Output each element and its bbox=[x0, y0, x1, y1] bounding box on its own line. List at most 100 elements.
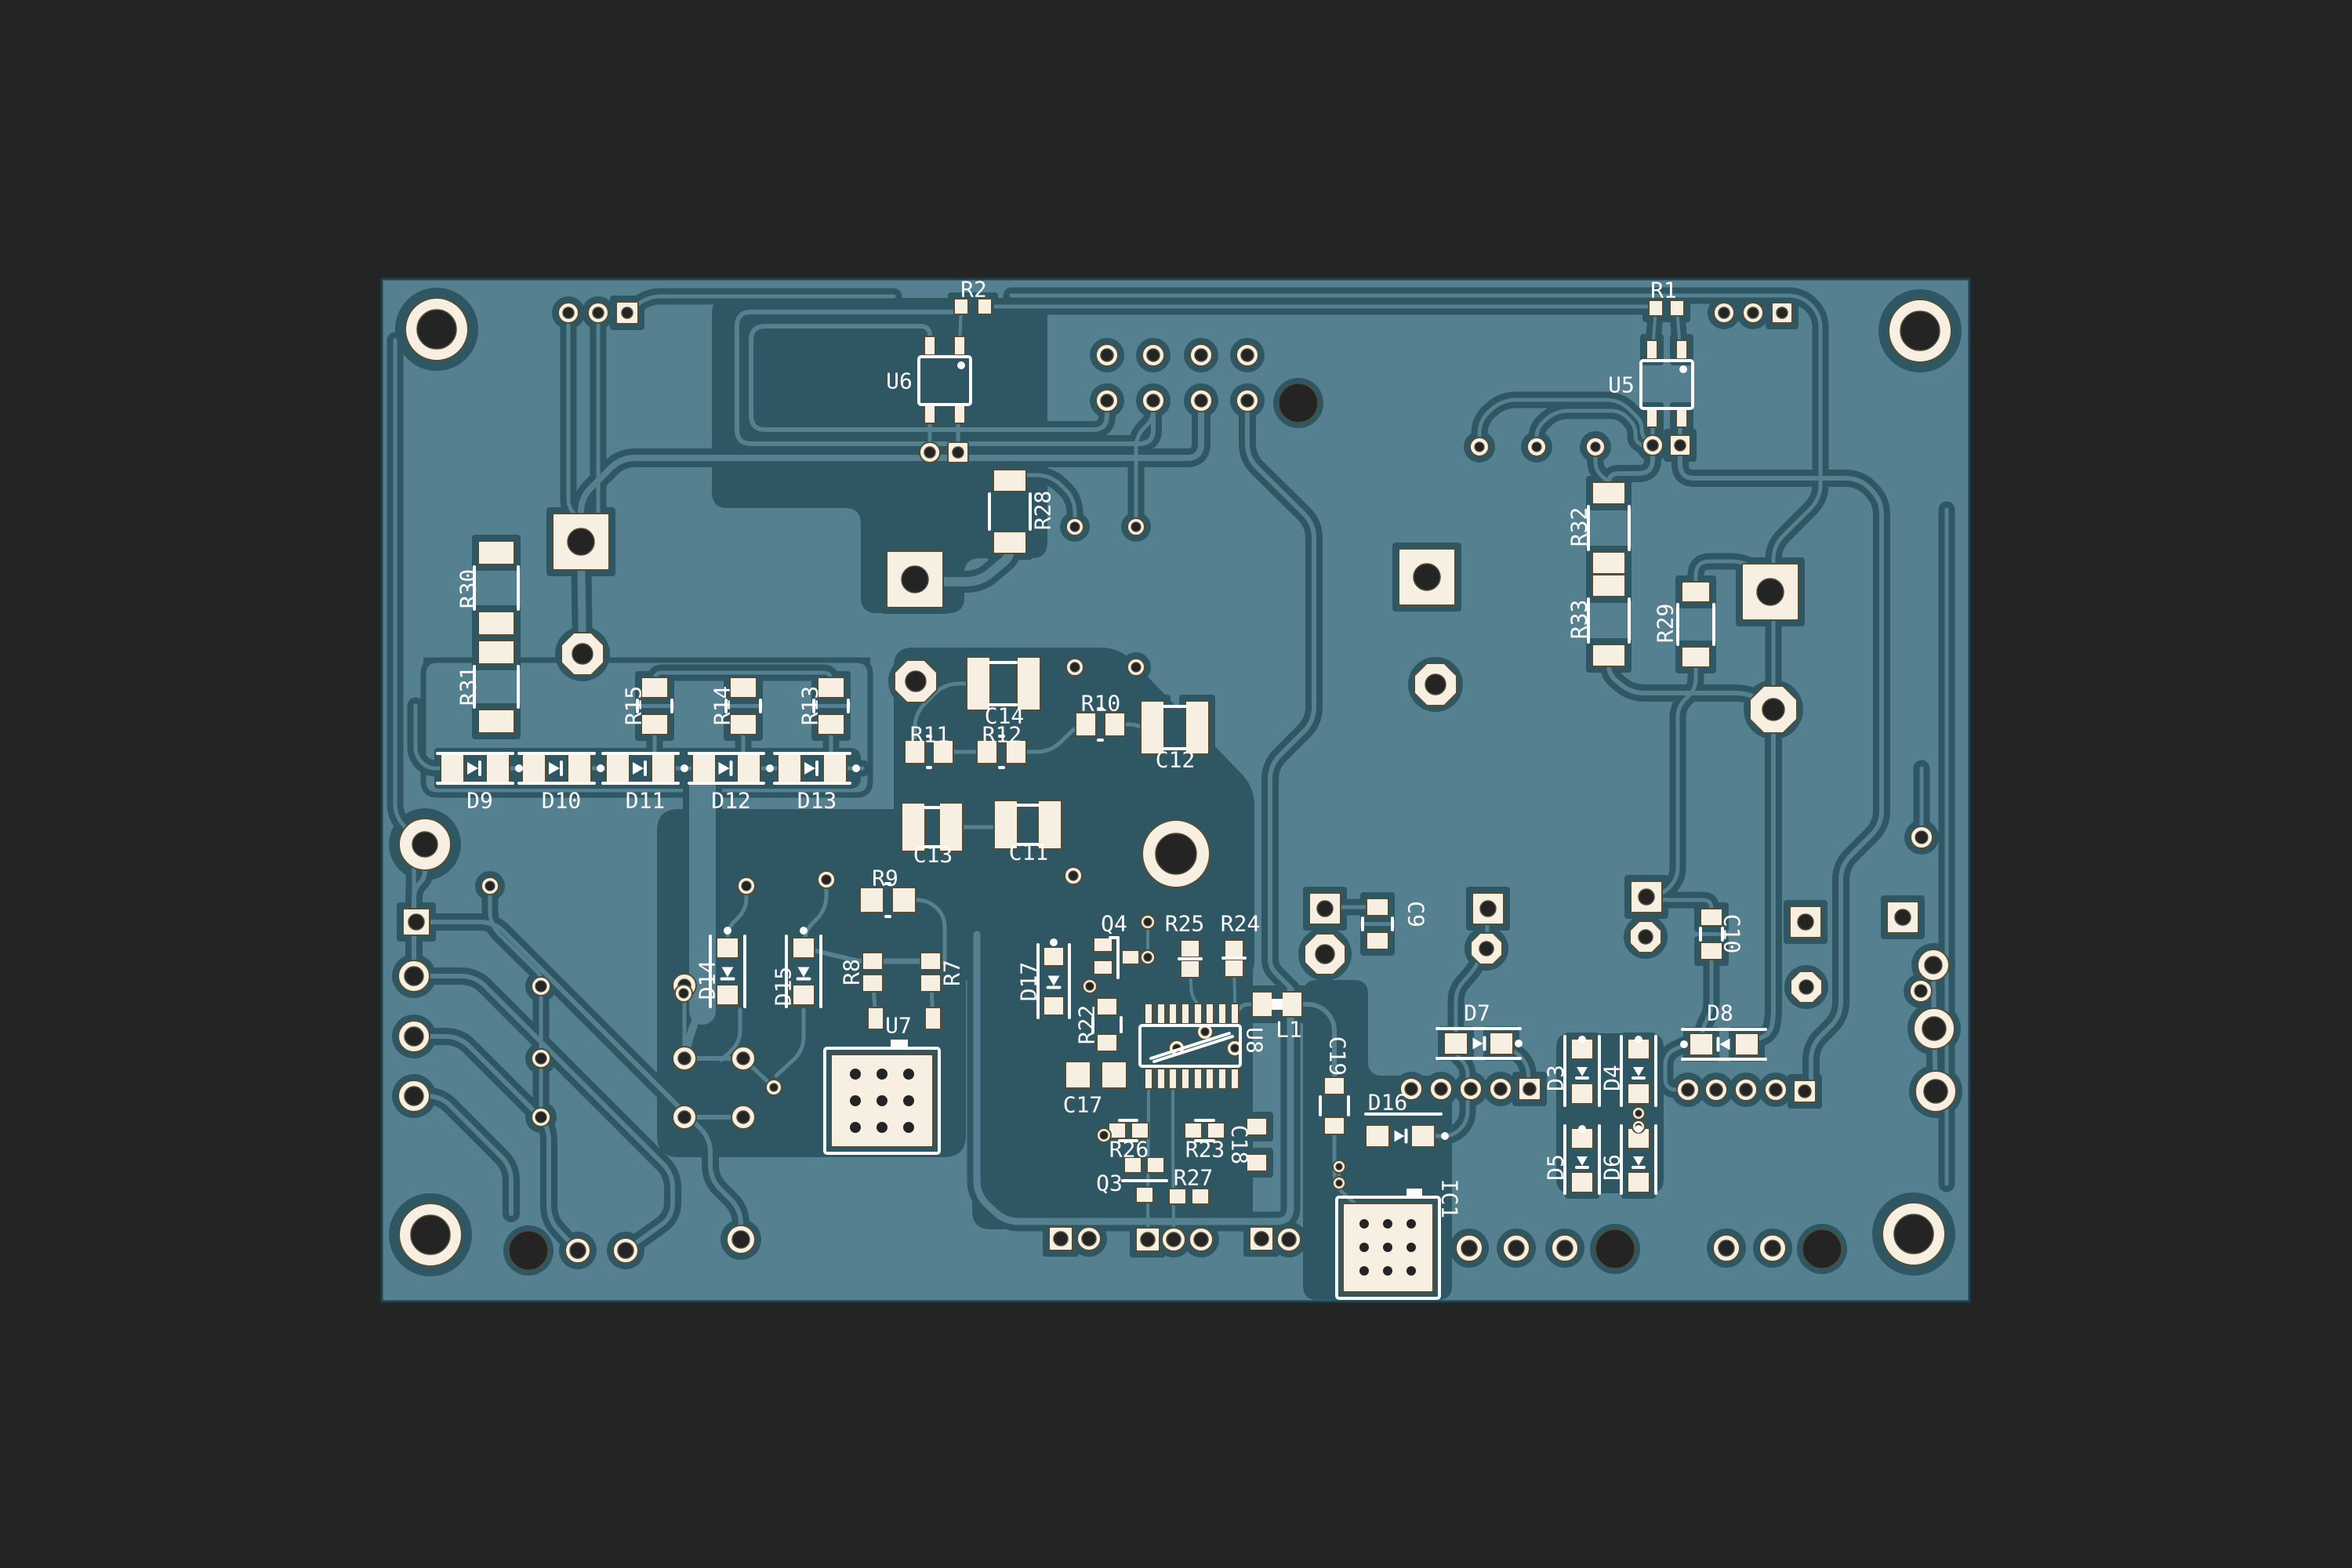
smd-pad bbox=[605, 753, 630, 783]
refdes-R31: R31 bbox=[456, 666, 481, 706]
pad-hole bbox=[1315, 944, 1335, 964]
silk-diode-triangle bbox=[1394, 1130, 1405, 1142]
module-dot bbox=[1359, 1243, 1369, 1252]
smd-pad bbox=[1191, 1188, 1210, 1205]
smd-pad bbox=[1140, 700, 1165, 755]
smd-pad bbox=[1156, 1003, 1166, 1025]
smd-pad bbox=[1093, 960, 1113, 975]
pad-hole bbox=[1769, 1083, 1783, 1097]
pad-hole bbox=[1718, 307, 1730, 319]
unplated-hole bbox=[1802, 1229, 1842, 1269]
pad-hole bbox=[1756, 578, 1784, 606]
silk-diode-triangle bbox=[1719, 1038, 1730, 1051]
pad-hole bbox=[569, 1242, 586, 1259]
refdes-D9: D9 bbox=[466, 788, 493, 814]
smd-pad bbox=[1181, 1068, 1190, 1090]
pad-hole bbox=[408, 913, 425, 931]
trace bbox=[1235, 1002, 1265, 1014]
trace bbox=[973, 931, 1294, 1225]
smd-pad bbox=[1681, 581, 1711, 603]
mount-hole bbox=[1900, 310, 1940, 351]
trace bbox=[1477, 397, 1655, 449]
via-hole bbox=[1069, 662, 1080, 673]
mount-hole bbox=[1155, 833, 1197, 875]
silk-diode-triangle bbox=[1633, 1156, 1644, 1166]
smd-pad bbox=[1168, 1003, 1178, 1025]
smd-pad bbox=[1230, 1068, 1240, 1090]
smd-pad bbox=[1627, 1083, 1650, 1105]
trace bbox=[413, 703, 455, 771]
pad-hole bbox=[952, 446, 964, 459]
silk-dot bbox=[724, 927, 731, 935]
refdes-D4: D4 bbox=[1599, 1065, 1625, 1091]
smd-pad bbox=[1230, 1003, 1240, 1025]
via-hole bbox=[769, 1083, 779, 1092]
silk-dot bbox=[1578, 1125, 1586, 1133]
smd-pad bbox=[862, 974, 884, 993]
module-dot bbox=[903, 1122, 914, 1133]
silk-outline bbox=[1639, 359, 1694, 410]
trace bbox=[1699, 949, 1714, 1047]
silk-dot bbox=[1578, 1036, 1586, 1044]
silk-diode-triangle bbox=[718, 762, 730, 775]
silk-dot bbox=[1635, 1125, 1642, 1133]
smd-pad bbox=[777, 753, 802, 783]
smd-pad bbox=[792, 937, 815, 959]
trace bbox=[412, 974, 675, 1253]
smd-pad bbox=[729, 677, 757, 699]
refdes-U6: U6 bbox=[886, 368, 913, 394]
silk-dot bbox=[515, 764, 523, 772]
smd-pad bbox=[1648, 299, 1664, 317]
smd-pad bbox=[920, 952, 942, 971]
pad-hole bbox=[1479, 900, 1497, 917]
silk-diode-triangle bbox=[804, 762, 815, 775]
smd-pad bbox=[993, 469, 1027, 492]
smd-pad bbox=[938, 802, 964, 852]
smd-pad bbox=[485, 753, 510, 783]
smd-pad bbox=[641, 713, 669, 735]
smd-pad bbox=[1365, 1124, 1390, 1148]
trace bbox=[1606, 653, 1776, 712]
silk-dot bbox=[957, 361, 965, 369]
smd-pad bbox=[1218, 1003, 1227, 1025]
smd-pad bbox=[993, 800, 1018, 850]
via-hole bbox=[535, 980, 547, 993]
pad-hole bbox=[1798, 1084, 1812, 1098]
smd-pad bbox=[1627, 1171, 1650, 1193]
pad-hole bbox=[1281, 1232, 1297, 1247]
pad-hole bbox=[1413, 563, 1441, 591]
pad-hole bbox=[562, 307, 575, 319]
via-hole bbox=[1068, 870, 1079, 881]
trace bbox=[1134, 398, 1156, 529]
pad-hole bbox=[1193, 1232, 1209, 1247]
trace bbox=[1454, 946, 1489, 1046]
refdes-D7: D7 bbox=[1464, 1000, 1490, 1026]
smd-pad bbox=[904, 739, 926, 764]
silk-diode-triangle bbox=[721, 967, 734, 978]
silk-diode-triangle bbox=[1472, 1037, 1483, 1050]
silk-diode-triangle bbox=[1047, 975, 1060, 986]
smd-pad bbox=[1096, 1033, 1118, 1052]
smd-pad bbox=[932, 739, 954, 764]
refdes-R12: R12 bbox=[982, 722, 1022, 748]
silk-dot bbox=[1050, 938, 1058, 946]
trace bbox=[412, 1094, 514, 1216]
pad-hole bbox=[1709, 1083, 1723, 1097]
module-dot bbox=[1383, 1243, 1392, 1252]
refdes-R14: R14 bbox=[710, 686, 735, 726]
pad-hole bbox=[677, 1110, 691, 1124]
module-dot bbox=[1406, 1219, 1416, 1229]
via-hole bbox=[1230, 1044, 1240, 1053]
refdes-C17: C17 bbox=[1063, 1092, 1103, 1118]
smd-pad bbox=[1135, 1186, 1154, 1203]
refdes-R9: R9 bbox=[872, 866, 898, 891]
silk-tab bbox=[1406, 1189, 1422, 1198]
smd-pad bbox=[977, 298, 993, 315]
smd-pad bbox=[567, 753, 592, 783]
pad-hole bbox=[1681, 1083, 1695, 1097]
smd-pad bbox=[817, 677, 845, 699]
refdes-R22: R22 bbox=[1074, 1005, 1100, 1045]
smd-pad bbox=[924, 404, 936, 424]
via-hole bbox=[1335, 1179, 1343, 1187]
